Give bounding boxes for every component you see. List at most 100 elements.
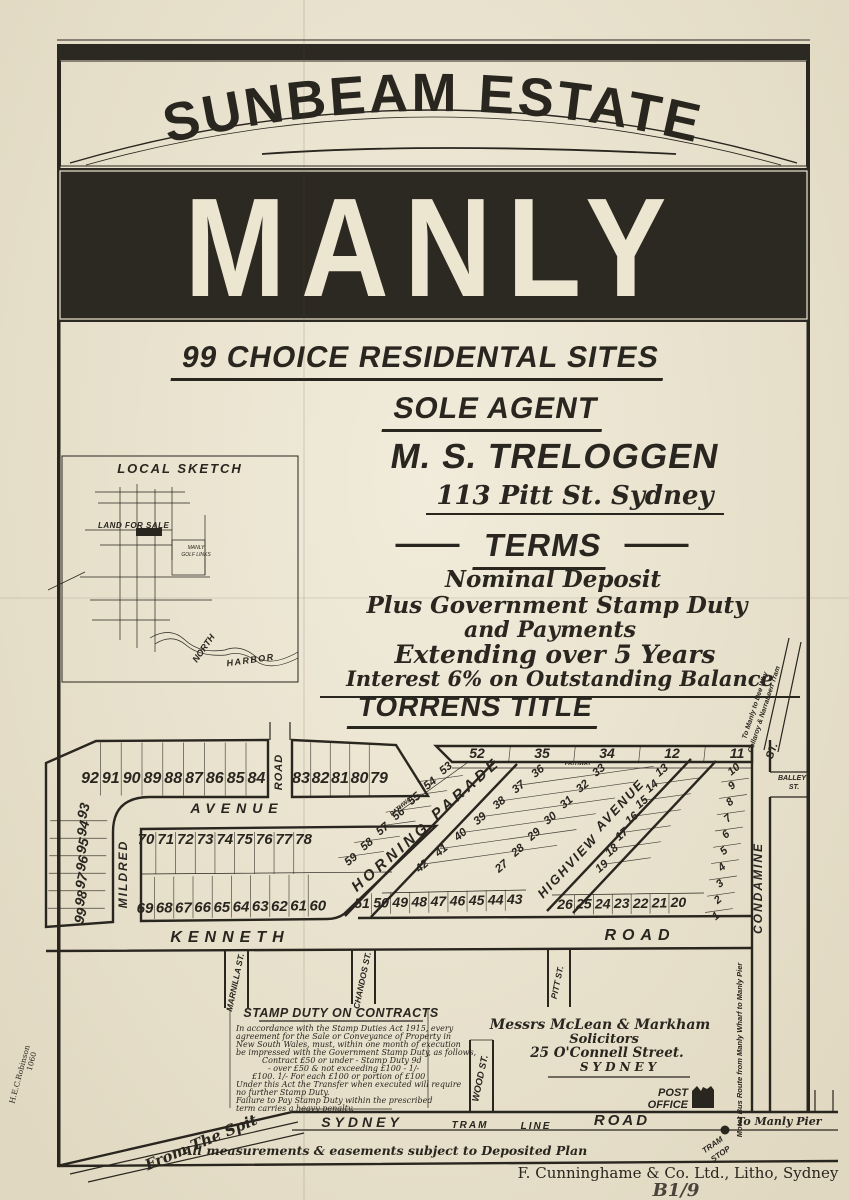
agent-name: M. S. TRELOGGEN [351,437,758,477]
lot-number-29: 29 [525,826,544,844]
pathway-top-label: PATHWAY [565,761,593,767]
main-title: MANLY [184,169,681,326]
lot-number-78: 78 [295,831,312,848]
terms-line-interest: Interest 6% on Outstanding Balance [310,666,810,698]
arch-title: SUNBEAM ESTATE [157,63,708,155]
lot-number-62: 62 [271,898,288,915]
lot-number-24: 24 [594,895,611,911]
title-band: MANLY [57,168,810,326]
sketch-north-label: NORTH [190,632,217,664]
stamp-duty-line-11: term carries a heavy penalty. [236,1104,354,1113]
stamp-duty-line-8: Under this Act the Transfer when execute… [236,1080,462,1089]
lot-number-86: 86 [206,770,224,787]
lot-number-41: 41 [432,842,450,860]
lot-divider [338,851,384,859]
lot-divider [603,857,651,865]
lot-number-69: 69 [137,900,154,917]
terms-dash-right: —— [624,525,689,561]
terms-line-deposit: Nominal Deposit [444,566,662,593]
lot-number-3: 3 [714,877,726,890]
sketch-golf-links-2: GOLF LINKS [181,552,211,558]
street-mildred: MILDRED [116,840,130,909]
lot-number-63: 63 [252,898,269,915]
lot-divider [711,859,739,864]
lot-number-33: 33 [590,762,608,780]
lot-number-25: 25 [575,896,592,912]
map-roads [44,637,839,1183]
lot-number-4: 4 [715,861,728,875]
plate-number: B1/9 [652,1180,700,1200]
lot-number-42: 42 [413,857,432,875]
local-sketch-title: LOCAL SKETCH [117,461,243,476]
lot-number-61: 61 [290,898,307,915]
street-marnilla: MARNILLA ST. [224,952,246,1012]
lot-number-64: 64 [233,899,250,916]
printer-credit: F. Cunninghame & Co. Ltd., Litho, Sydney [518,1164,839,1182]
lot-number-22: 22 [632,895,649,911]
solicitors-line-3: 25 O'Connell Street. [529,1045,684,1061]
lot-number-28: 28 [509,842,528,860]
street-wood: WOOD ST. [470,1054,491,1103]
solicitors-line-4: SYDNEY [580,1060,660,1074]
lot-divider [516,765,654,786]
lot-number-45: 45 [468,892,485,908]
lot-divider [721,777,749,783]
lot-number-46: 46 [449,893,466,909]
lot-number-21: 21 [651,895,668,911]
subtitle-sites: 99 CHOICE RESIDENTAL SITES [166,341,673,381]
lot-number-90: 90 [123,770,141,787]
lot-number-31: 31 [558,794,576,811]
tram-stop-marker [720,1125,730,1135]
lot-divider [633,809,681,817]
terms-heading-text: TERMS [471,527,613,570]
lot-divider [420,844,558,865]
lot-divider [613,841,661,849]
lot-divider [573,746,576,762]
sole-agent-heading: SOLE AGENT [291,392,698,432]
lot-number-85: 85 [227,770,246,787]
solicitors-line-2: Solicitors [569,1032,639,1047]
lot-divider [508,746,511,762]
lot-number-30: 30 [542,810,560,828]
agent-address: 113 Pitt St. Sydney [375,481,775,515]
lot-number-75: 75 [236,831,253,848]
lot-divider [717,810,745,816]
lot-divider [439,829,577,850]
stamp-duty-line-4: be impressed with the Government Stamp D… [236,1048,476,1057]
lot-number-50: 50 [373,895,389,911]
lot-divider [401,790,448,798]
lot-number-67: 67 [175,899,192,916]
lot-number-18: 18 [603,842,621,860]
lot-number-2: 2 [711,894,724,908]
lot-number-6: 6 [720,828,733,842]
lot-number-44: 44 [487,892,504,908]
stamp-duty-heading: STAMP DUTY ON CONTRACTS [243,1006,438,1020]
street-st-top: ST. [764,741,781,760]
lot-number-8: 8 [724,795,737,809]
lot-number-52: 52 [469,745,485,761]
lot-number-87: 87 [185,770,204,787]
stamp-duty-line-7: £100. 1/- For each £100 or portion of £1… [251,1072,425,1081]
lot-number-96: 96 [72,853,92,872]
lot-number-13: 13 [653,762,671,780]
lot-number-43: 43 [506,891,523,907]
arch-panel: SUNBEAM ESTATE [69,63,798,166]
street-road-top: ROAD [273,754,285,790]
lot-number-76: 76 [256,831,273,848]
lot-number-93: 93 [73,801,93,820]
note-to-manly-pier: To Manly Pier [736,1115,822,1128]
post-office-label-2: OFFICE [648,1099,689,1111]
lot-divider [703,746,706,762]
lot-number-35: 35 [534,745,550,761]
terms-dash-left: —— [395,525,460,561]
lot-divider [478,797,616,818]
torrens-title-heading: TORRENS TITLE [272,691,679,729]
lot-number-82: 82 [312,770,330,787]
lot-number-68: 68 [156,900,173,917]
lot-number-58: 58 [358,836,376,854]
lot-number-17: 17 [613,826,631,844]
street-line: LINE [521,1121,552,1132]
fold-crease-vertical [303,0,305,1200]
